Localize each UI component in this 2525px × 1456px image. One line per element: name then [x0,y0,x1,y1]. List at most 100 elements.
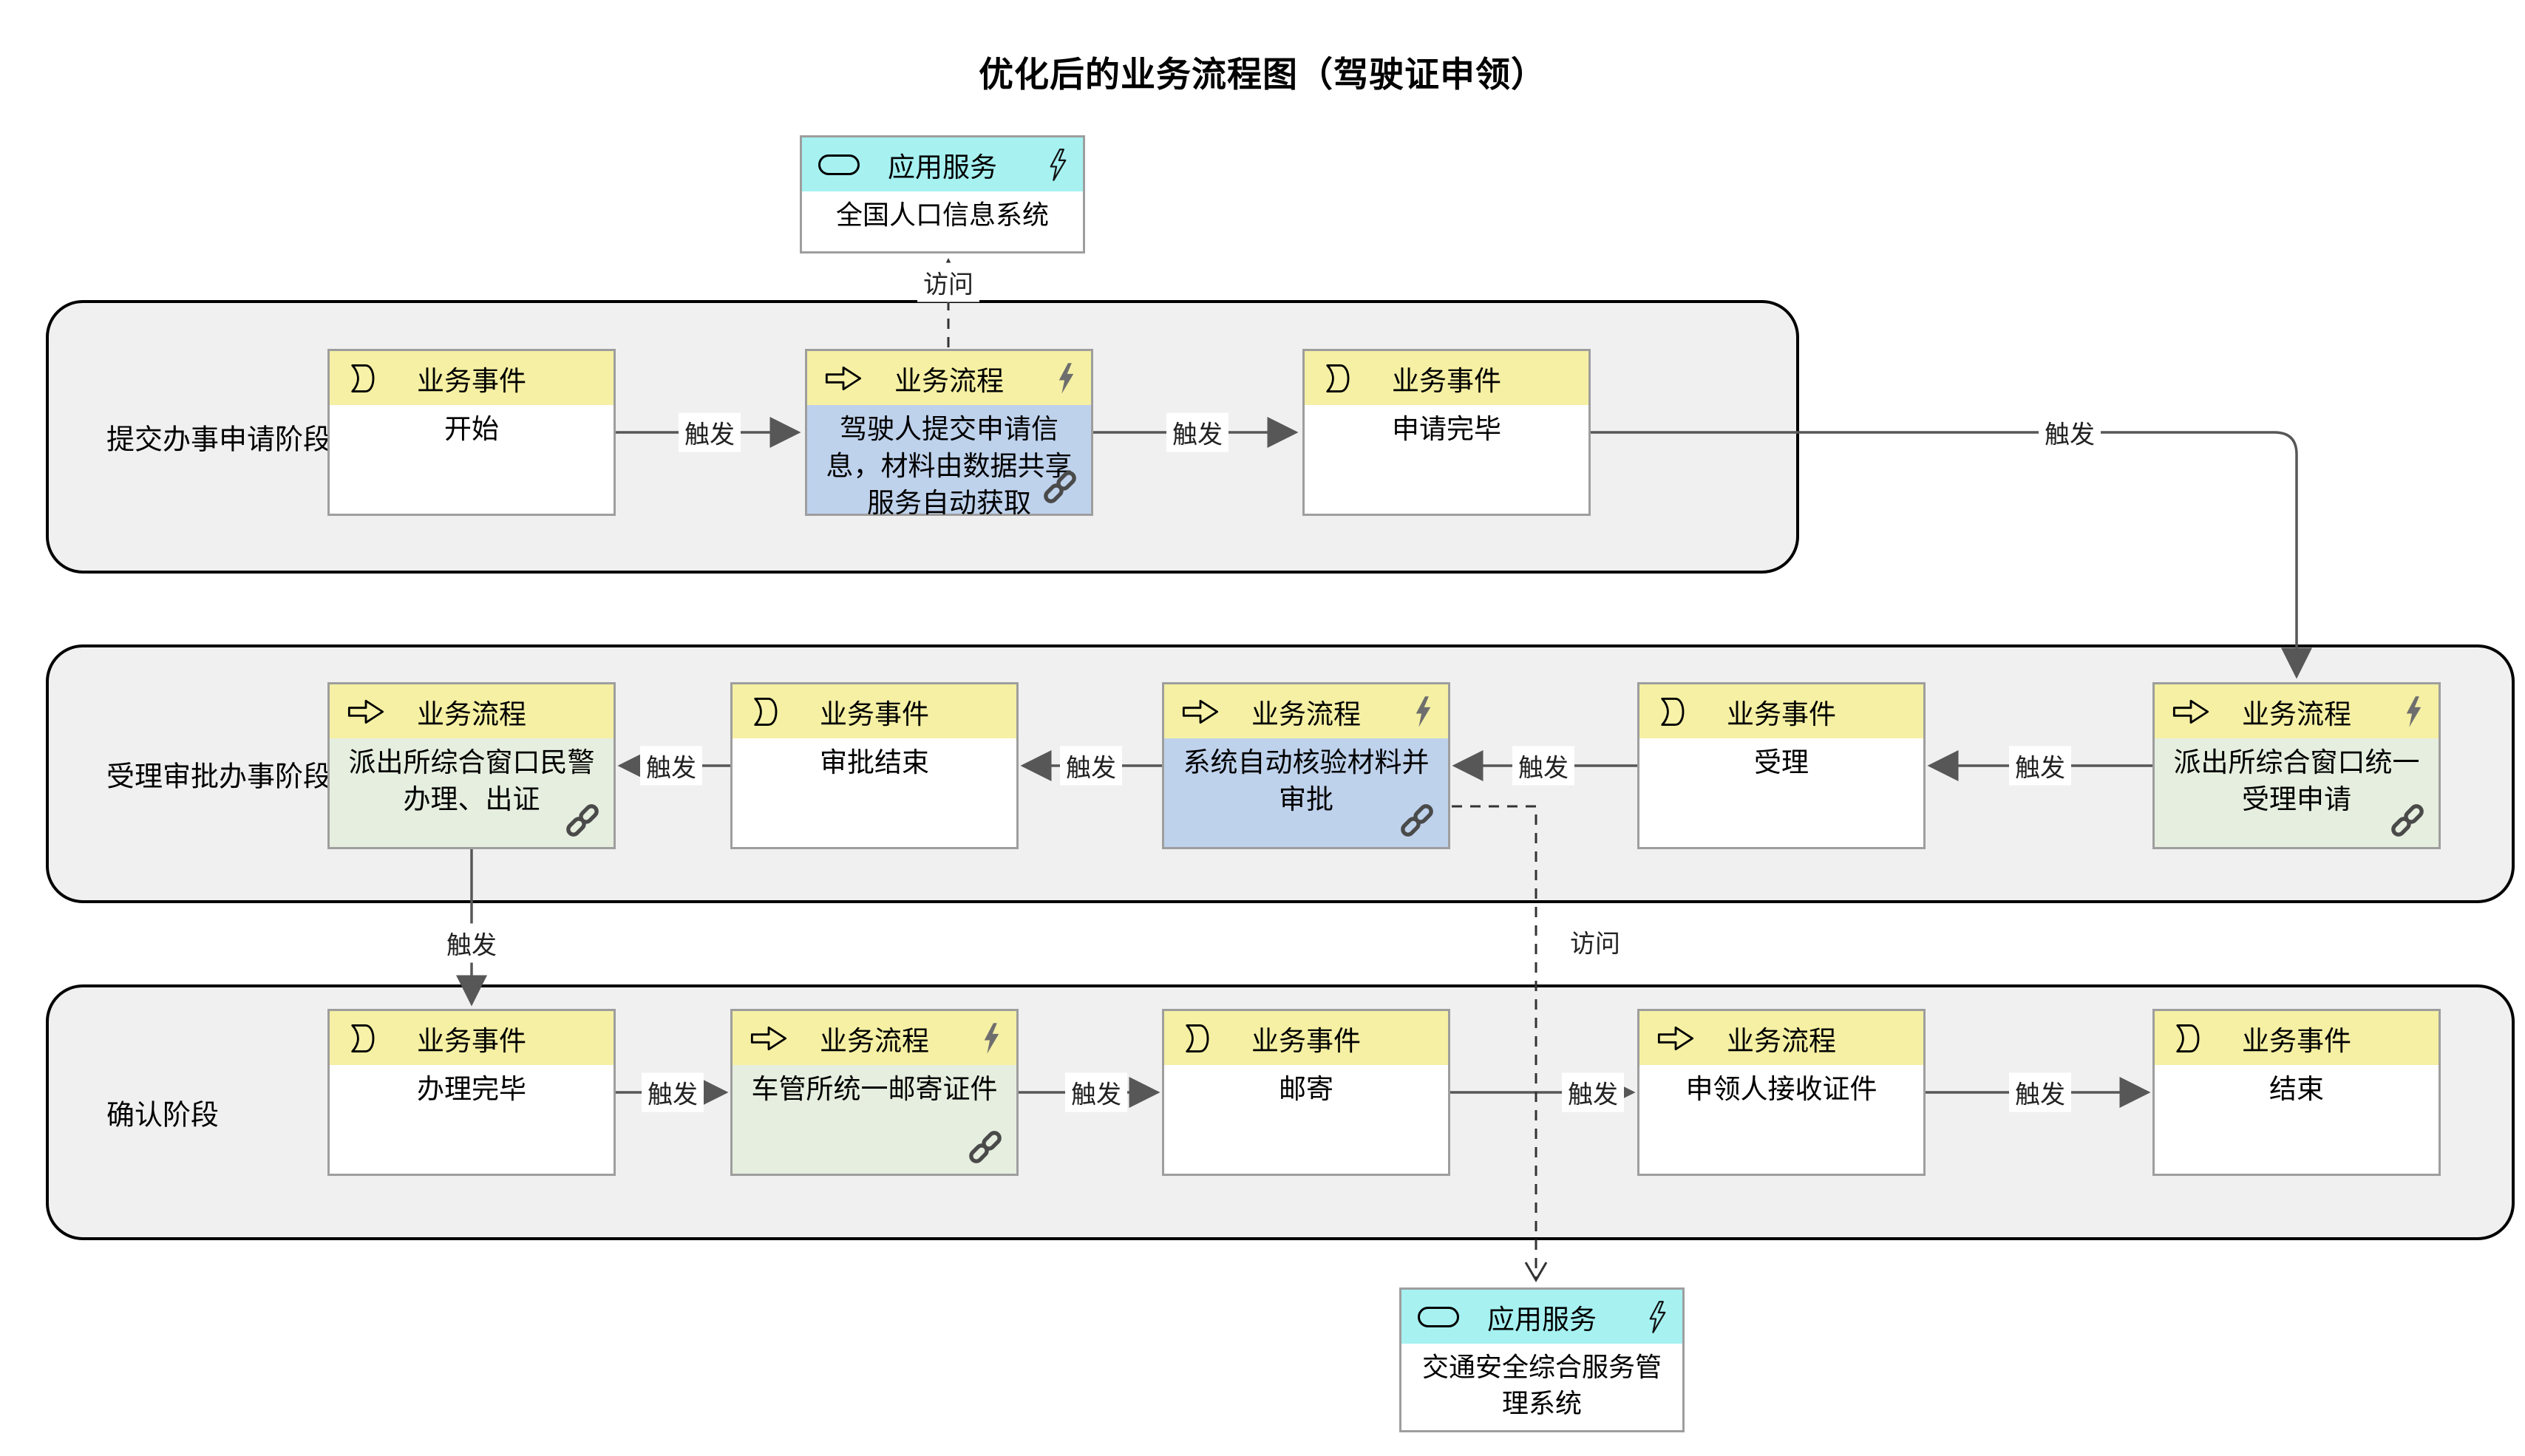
application-service-icon [1418,1306,1459,1327]
node-header: 业务流程 [807,351,1091,405]
lightning-icon [1416,695,1431,727]
access-label: 访问 [917,262,979,302]
lightning-icon [1058,362,1074,394]
chain-link-icon [2391,804,2424,837]
node-type-label: 业务流程 [417,698,526,729]
event-mail: 业务事件 邮寄 [1162,1009,1450,1176]
business-event-icon [1661,697,1685,726]
lightning-icon [984,1022,999,1054]
lightning-icon [1649,1300,1666,1333]
chain-link-icon [1401,804,1433,837]
node-header: 业务事件 [330,1011,614,1065]
node-type-label: 业务事件 [820,698,929,729]
process-system-auto-verify: 业务流程 系统自动核验材料并审批 [1162,682,1450,849]
node-body: 派出所综合窗口统一受理申请 [2155,738,2439,847]
app-service-national-population-system: 应用服务 全国人口信息系统 [800,135,1085,254]
node-body: 全国人口信息系统 [802,191,1083,251]
trigger-label: 触发 [2009,746,2071,786]
process-police-window-handle: 业务流程 派出所综合窗口民警办理、出证 [327,682,616,849]
node-name: 派出所综合窗口民警办理、出证 [348,747,595,814]
event-approval-end: 业务事件 审批结束 [730,682,1019,849]
event-end: 业务事件 结束 [2152,1009,2441,1176]
app-service-traffic-safety-system: 应用服务 交通安全综合服务管理系统 [1399,1287,1685,1432]
event-start: 业务事件 开始 [327,349,616,516]
trigger-label: 触发 [1166,412,1228,452]
node-name: 开始 [444,414,499,444]
node-header: 业务事件 [1639,684,1923,738]
node-type-label: 业务事件 [1251,1025,1361,1056]
event-application-done: 业务事件 申请完毕 [1302,349,1591,516]
business-process-icon [750,1026,787,1050]
node-body: 邮寄 [1164,1065,1448,1174]
node-body: 系统自动核验材料并审批 [1164,738,1448,847]
business-process-icon [2172,699,2209,724]
node-body: 交通安全综合服务管理系统 [1401,1344,1682,1430]
node-header: 应用服务 [1401,1290,1682,1344]
node-type-label: 业务流程 [1727,1025,1836,1056]
node-type-label: 业务事件 [1392,365,1501,396]
process-mail-certificate: 业务流程 车管所统一邮寄证件 [730,1009,1019,1176]
node-type-label: 业务流程 [1251,698,1361,729]
trigger-label: 触发 [2039,412,2101,452]
node-name: 邮寄 [1279,1074,1333,1104]
node-header: 业务流程 [330,684,614,738]
node-body: 车管所统一邮寄证件 [733,1065,1016,1174]
business-process-icon [347,699,384,724]
node-body: 办理完毕 [330,1065,614,1174]
node-header: 业务流程 [1164,684,1448,738]
business-process-icon [1182,699,1219,724]
lane-label: 受理审批办事阶段 [106,761,332,793]
trigger-label: 触发 [1512,746,1574,786]
trigger-label: 触发 [642,1072,704,1112]
node-body: 驾驶人提交申请信息，材料由数据共享服务自动获取 [807,405,1091,518]
access-open-arrowhead [1524,1262,1548,1282]
business-process-icon [825,366,862,390]
node-type-label: 应用服务 [1487,1304,1597,1335]
node-name: 驾驶人提交申请信息，材料由数据共享服务自动获取 [826,414,1073,518]
node-name: 全国人口信息系统 [835,200,1049,230]
business-event-icon [351,364,375,392]
trigger-label: 触发 [679,412,741,452]
trigger-label: 触发 [2009,1072,2071,1112]
trigger-label: 触发 [640,746,702,786]
diagram-title: 优化后的业务流程图（驾驶证申领） [979,55,1546,94]
lane-label: 提交办事申请阶段 [106,424,332,456]
business-event-icon [1326,364,1350,392]
business-event-icon [351,1024,375,1052]
node-body: 申领人接收证件 [1639,1065,1923,1174]
node-name: 受理 [1754,747,1809,778]
access-connectors [935,258,1537,1279]
node-body: 审批结束 [733,738,1016,847]
node-name: 系统自动核验材料并审批 [1183,747,1430,814]
node-body: 受理 [1639,738,1923,847]
node-name: 结束 [2269,1074,2324,1104]
node-type-label: 业务流程 [820,1025,929,1056]
node-name: 申请完毕 [1392,414,1501,444]
business-event-icon [1186,1024,1209,1052]
process-receive-certificate: 业务流程 申领人接收证件 [1637,1009,1926,1176]
trigger-label: 触发 [1562,1072,1624,1112]
node-name: 派出所综合窗口统一受理申请 [2173,747,2420,814]
node-header: 业务事件 [1305,351,1588,405]
node-header: 业务事件 [330,351,614,405]
node-name: 审批结束 [820,747,929,778]
application-service-icon [818,154,860,175]
process-unified-accept: 业务流程 派出所综合窗口统一受理申请 [2152,682,2441,849]
lane-label: 确认阶段 [106,1100,220,1132]
lightning-icon [2406,695,2422,727]
node-type-label: 业务事件 [2242,1025,2351,1056]
access-label: 访问 [1564,922,1626,962]
node-header: 业务事件 [1164,1011,1448,1065]
node-type-label: 业务事件 [417,365,526,396]
node-type-label: 应用服务 [888,152,997,183]
node-header: 应用服务 [802,137,1083,191]
node-name: 申领人接收证件 [1685,1074,1877,1104]
node-name: 交通安全综合服务管理系统 [1421,1352,1662,1418]
process-driver-submit: 业务流程 驾驶人提交申请信息，材料由数据共享服务自动获取 [805,349,1093,518]
node-body: 开始 [330,405,614,514]
node-header: 业务流程 [1639,1011,1923,1065]
node-name: 办理完毕 [417,1074,526,1104]
node-type-label: 业务事件 [417,1025,526,1056]
node-header: 业务事件 [733,684,1016,738]
